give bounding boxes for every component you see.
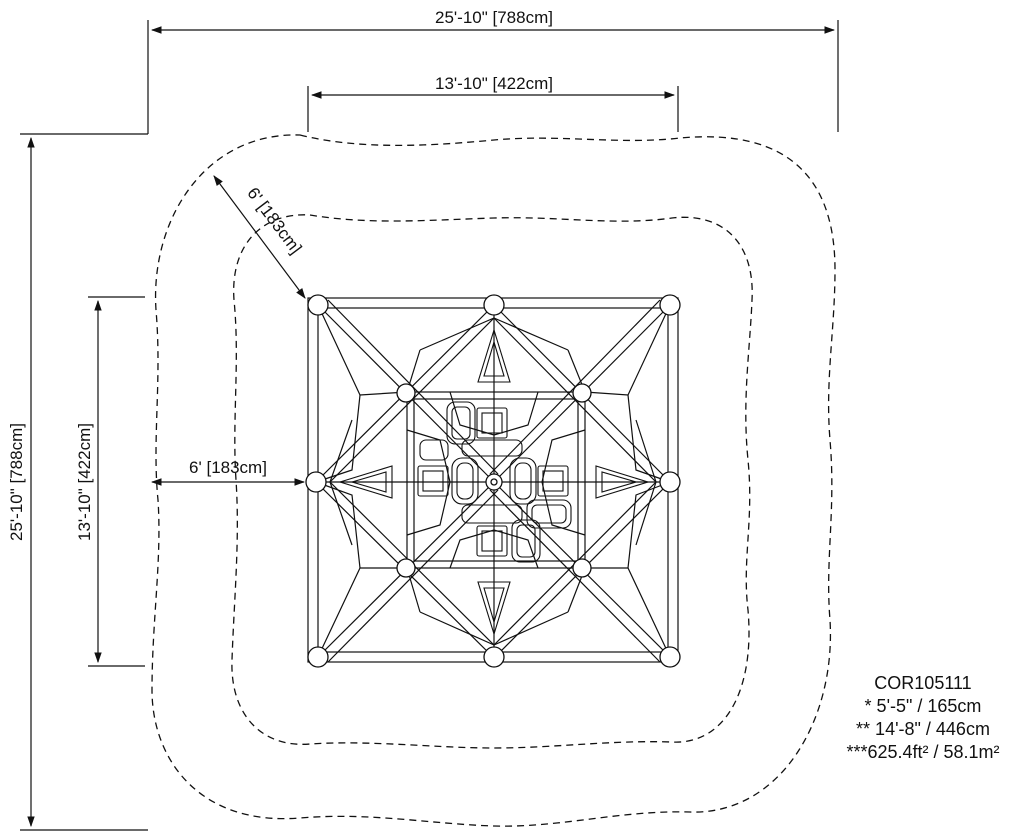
inner-safety-zone [231, 214, 753, 749]
structure-height-label: 13'-10" [422cm] [75, 423, 94, 541]
climbing-holds [417, 401, 572, 563]
structure-width-label: 13'-10" [422cm] [435, 74, 553, 93]
triangle-panels [338, 328, 650, 636]
spec-height-2: ** 14'-8" / 446cm [856, 719, 990, 739]
spec-block: COR105111 * 5'-5" / 165cm ** 14'-8" / 44… [828, 672, 1018, 764]
outer-safety-zone [151, 134, 836, 827]
net-pyramid-structure [307, 297, 679, 663]
spec-area: ***625.4ft² / 58.1m² [846, 742, 1000, 762]
model-number: COR105111 [874, 673, 972, 693]
side-clearance-label: 6' [183cm] [189, 458, 267, 477]
overall-height-label: 25'-10" [788cm] [7, 423, 26, 541]
diagonal-clearance-label: 6' [183cm] [243, 184, 305, 258]
dimension-lines [20, 20, 839, 831]
post-caps [305, 294, 681, 668]
spec-height-1: * 5'-5" / 165cm [864, 696, 982, 716]
overall-width-label: 25'-10" [788cm] [435, 8, 553, 27]
